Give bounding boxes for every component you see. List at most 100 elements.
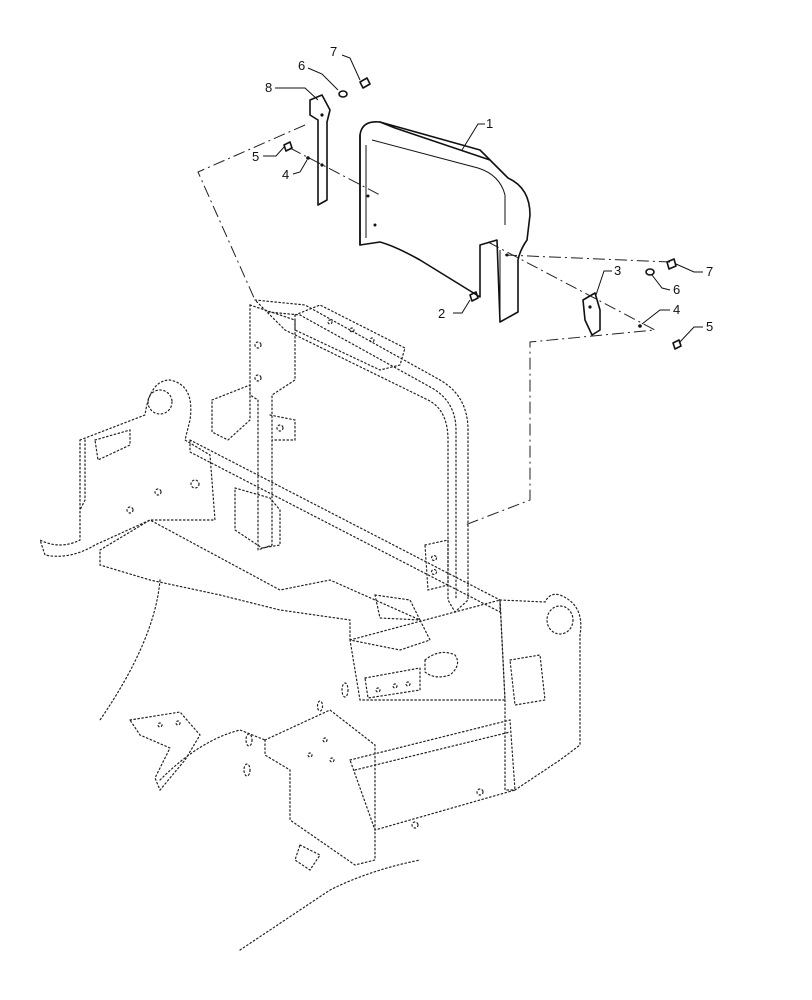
hole [405, 681, 411, 687]
callout-5-right: 5 [706, 319, 713, 334]
left-bracket-outline [309, 94, 331, 206]
washer-6-right [645, 268, 655, 276]
leader-5-right [678, 326, 703, 344]
right-bracket-outline [582, 292, 601, 336]
callout-1: 1 [486, 116, 493, 131]
left-post-bracket [211, 384, 251, 441]
chassis-left-arm [38, 379, 216, 557]
base-outline-lower [239, 859, 421, 951]
center-block [349, 599, 506, 701]
cross-beam-lower [99, 519, 431, 651]
left-post-bracket-lower [234, 487, 281, 549]
leader-lines [263, 54, 703, 344]
centerline-right [464, 241, 657, 526]
centerline-left-hardware [289, 147, 381, 196]
centerline-left [197, 124, 306, 301]
hole [126, 506, 134, 514]
bolt-5-right [672, 339, 682, 350]
hole [190, 479, 200, 489]
centerline-right-hardware [504, 254, 671, 263]
nut-4-left [306, 156, 310, 160]
pin-2 [469, 291, 479, 302]
hoop-top-plate [294, 304, 406, 371]
center-slot [424, 651, 459, 678]
center-plate [364, 667, 421, 699]
hardware-right [469, 258, 682, 350]
hole [327, 319, 333, 325]
hole [175, 720, 181, 726]
hole [154, 488, 162, 496]
leader-4-left [292, 159, 308, 175]
pivot-hole-left [147, 389, 173, 415]
leader-5-left [263, 145, 286, 157]
slot [341, 682, 349, 698]
hole [349, 327, 355, 333]
hole [157, 722, 163, 728]
cover-outline [359, 120, 531, 323]
hole [254, 374, 262, 382]
callout-4-left: 4 [282, 167, 289, 182]
left-post [249, 304, 296, 551]
lower-left-bracket [128, 711, 201, 792]
hoop-right-plate [424, 539, 449, 591]
hole [430, 568, 438, 576]
callout-7-right: 7 [706, 264, 713, 279]
base-tab [294, 844, 321, 871]
frame-hoop-inner [267, 311, 457, 599]
base-outline-left [99, 579, 161, 721]
part-1-guard-cover [359, 120, 531, 323]
bolt-7-left [359, 77, 371, 89]
slot [245, 733, 253, 747]
leader-3 [595, 270, 612, 296]
pivot-hole-right [546, 605, 574, 635]
cover-hole [373, 223, 377, 227]
frame-hoop [253, 299, 469, 613]
leader-7-right [675, 263, 703, 273]
nut-4-right [638, 324, 642, 328]
callout-7-left: 7 [330, 44, 337, 59]
bolt-5-left [283, 141, 293, 152]
hole [322, 737, 328, 743]
leader-7-left [341, 54, 361, 81]
leader-6-left [307, 67, 339, 91]
slot [243, 763, 251, 777]
hole [329, 757, 335, 763]
hole [392, 683, 398, 689]
callout-labels: 1 2 3 8 6 7 5 4 7 6 4 5 [252, 44, 713, 334]
hole [254, 341, 262, 349]
cover-top-edge [379, 121, 491, 161]
leader-2 [453, 299, 471, 314]
cover-hole [366, 194, 370, 198]
front-housing-box [349, 719, 516, 831]
post-tab [269, 414, 296, 441]
part-8-left-bracket [309, 94, 331, 206]
housing-edge [354, 731, 511, 771]
arm-bracket [94, 429, 131, 461]
right-arm-bracket [509, 654, 546, 706]
frame-assembly [38, 299, 582, 951]
hole [369, 337, 375, 343]
hole [411, 821, 419, 829]
callout-3: 3 [614, 263, 621, 278]
bracket-hole [320, 163, 324, 167]
hole [307, 752, 313, 758]
cover-hole [505, 253, 509, 257]
washer-6-left [338, 90, 348, 98]
chassis-right-arm [499, 593, 582, 791]
hole [375, 687, 381, 693]
hole [476, 788, 484, 796]
slot [316, 700, 324, 712]
callout-5-left: 5 [252, 149, 259, 164]
bolt-7-right [666, 258, 677, 270]
hole [430, 554, 438, 562]
arm-edge [79, 439, 86, 511]
center-lug [374, 594, 421, 621]
hardware-left [283, 77, 371, 160]
leader-4-right [641, 309, 670, 325]
part-3-right-bracket [582, 292, 601, 336]
bracket-hole [588, 305, 592, 309]
callout-8: 8 [265, 80, 272, 95]
callout-4-right: 4 [673, 302, 680, 317]
